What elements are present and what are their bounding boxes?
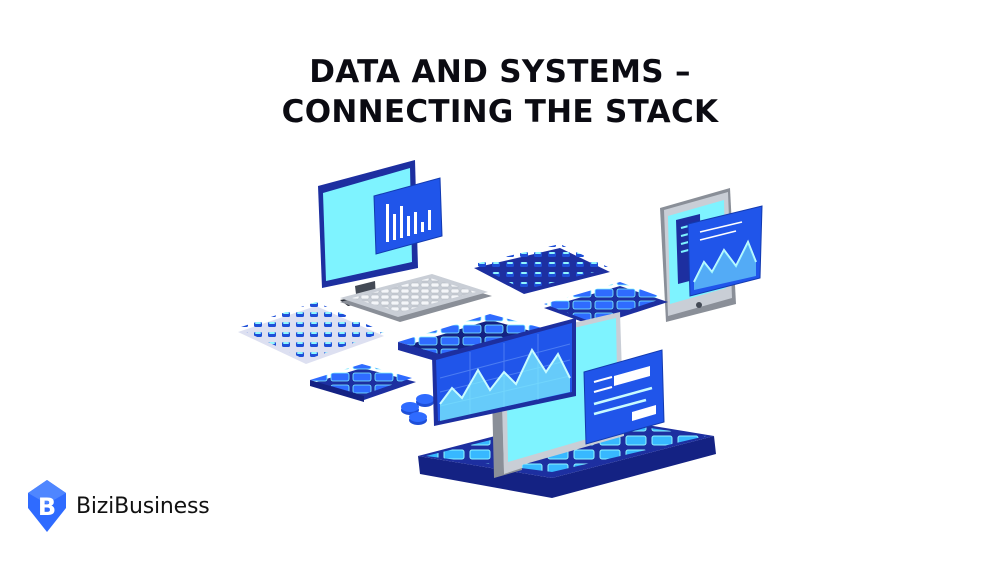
data-tile-block-left bbox=[310, 364, 416, 402]
tablet-device bbox=[660, 188, 763, 322]
brand-logo-lockup: B BiziBusiness bbox=[26, 478, 210, 534]
page-title: DATA AND SYSTEMS – CONNECTING THE STACK bbox=[0, 52, 1000, 132]
form-panel bbox=[583, 349, 665, 445]
analytics-chart-panel bbox=[432, 318, 576, 426]
data-dot-grid-left bbox=[238, 302, 384, 364]
data-tile-grid-right bbox=[544, 282, 668, 326]
monitor-bar-chart-icon bbox=[386, 204, 431, 242]
data-disc-grid-top bbox=[474, 244, 610, 294]
bizibusiness-logo-icon: B bbox=[28, 480, 66, 532]
data-disc-stack bbox=[401, 394, 434, 425]
logo-letter: B bbox=[38, 493, 56, 521]
brand-name: BiziBusiness bbox=[76, 493, 210, 519]
title-line-2: CONNECTING THE STACK bbox=[281, 94, 719, 130]
title-line-1: DATA AND SYSTEMS – bbox=[309, 54, 691, 90]
keyboard bbox=[340, 274, 492, 322]
